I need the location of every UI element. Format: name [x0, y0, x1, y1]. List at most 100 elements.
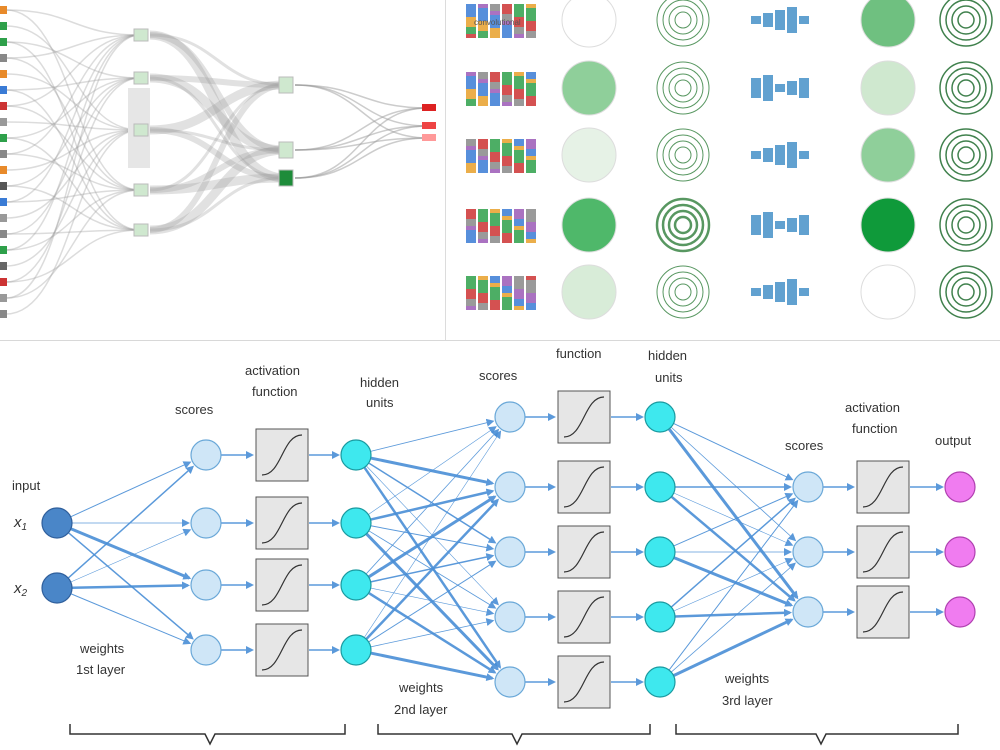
- sankey-left-node: [0, 214, 7, 222]
- edge-hidden2-to-score3: [667, 428, 799, 600]
- edge-input-to-score1: [70, 527, 192, 580]
- mini-bar-segment: [466, 99, 476, 106]
- sankey-left-node: [0, 22, 7, 30]
- activation-function-box: [557, 525, 611, 579]
- sankey-left-node: [0, 294, 7, 302]
- mini-bar-segment: [514, 306, 524, 310]
- sigmoid-curve: [862, 466, 904, 508]
- label-weights-1-line1: weights: [79, 641, 125, 656]
- sankey-left-node: [0, 262, 7, 270]
- edge-hidden1-to-score2: [370, 651, 495, 682]
- activation-function-box: [856, 460, 910, 514]
- flow-left-to-mid: [5, 189, 141, 299]
- sankey-mid-node: [133, 123, 149, 137]
- flow-left-to-mid: [5, 189, 141, 251]
- hidden-node: [644, 601, 676, 633]
- sigmoid-curve: [261, 434, 303, 476]
- label-activation-3-line1: activation: [845, 400, 900, 415]
- score-node: [792, 596, 824, 628]
- ring: [667, 209, 699, 241]
- ring: [662, 134, 704, 176]
- mini-blue-bar: [763, 285, 773, 299]
- mini-bar-segment: [490, 169, 500, 173]
- flow-mid-to-mid: [149, 82, 286, 233]
- mini-bar-segment: [514, 289, 524, 299]
- flow-left-to-mid: [5, 129, 141, 171]
- mini-blue-bar: [751, 78, 761, 98]
- mini-bar-segment: [502, 293, 512, 297]
- mini-bar-segment: [478, 83, 488, 96]
- mini-bar-segment: [490, 162, 500, 169]
- mini-blue-bar: [799, 151, 809, 159]
- label-x1: x1: [13, 514, 27, 533]
- edge-hidden1-to-score2: [370, 587, 495, 617]
- flow-mid-to-right: [294, 107, 429, 151]
- activation-function-box: [557, 460, 611, 514]
- sigmoid-curve: [563, 596, 605, 638]
- mini-blue-bar: [775, 84, 785, 92]
- edge-hidden2-to-score3: [670, 497, 796, 608]
- ring: [945, 67, 987, 109]
- flow-left-to-mid: [5, 73, 141, 131]
- mini-bar-segment: [490, 82, 500, 89]
- mini-bar-segment: [466, 139, 476, 146]
- label-hidden-1-line1: hidden: [360, 375, 399, 390]
- sankey-mid-node: [133, 223, 149, 237]
- flow-left-to-mid: [5, 77, 141, 187]
- mini-bar-segment: [526, 8, 536, 21]
- flow-left-to-mid: [5, 34, 141, 251]
- ring: [674, 283, 692, 301]
- flow-left-to-mid: [5, 9, 141, 191]
- sankey-left-node: [0, 278, 7, 286]
- mini-circle-fill-2: [860, 60, 916, 116]
- sankey-left-node: [0, 38, 7, 46]
- mini-blue-bar: [763, 148, 773, 162]
- label-output: output: [935, 433, 972, 448]
- mini-bar-segment: [466, 163, 476, 173]
- flow-left-to-mid: [5, 229, 141, 283]
- mini-bar-segment: [490, 4, 500, 11]
- label-x1-sub: 1: [22, 522, 28, 533]
- ring: [945, 271, 987, 313]
- hidden-node: [340, 507, 372, 539]
- mini-bar-segment: [514, 34, 524, 38]
- mini-ring-chart: [656, 61, 710, 115]
- ring: [662, 271, 704, 313]
- label-hidden-2-line2: units: [655, 370, 683, 385]
- brace-layer-2: [377, 724, 651, 746]
- mini-bar-segment: [490, 28, 500, 38]
- sankey-left-node: [0, 150, 7, 158]
- mini-bar-segment: [514, 276, 524, 289]
- score-node: [792, 536, 824, 568]
- edge-hidden1-to-score2: [370, 418, 495, 452]
- ring: [674, 79, 692, 97]
- mini-stacked-bar-chart: [466, 4, 536, 38]
- mini-bar-segment: [502, 102, 512, 106]
- flow-left-to-mid: [5, 121, 141, 131]
- ring: [668, 73, 698, 103]
- mini-bar-segment: [466, 306, 476, 310]
- ring: [945, 204, 987, 246]
- score-node: [494, 471, 526, 503]
- activation-box-frame: [255, 558, 309, 612]
- network-edges: [67, 413, 944, 686]
- mini-bar-segment: [514, 4, 524, 17]
- mini-blue-bar-chart: [751, 279, 809, 305]
- edge-hidden1-to-score2: [364, 430, 502, 638]
- sankey-left-node: [0, 54, 7, 62]
- mini-bar-segment: [490, 283, 500, 287]
- mini-bar-segment: [526, 72, 536, 79]
- ring: [957, 146, 975, 164]
- activation-function-box: [255, 623, 309, 677]
- edge-hidden1-to-score2: [368, 591, 497, 674]
- mini-bar-segment: [466, 27, 476, 34]
- flow-mid-to-mid: [149, 30, 286, 183]
- edge-hidden2-to-score3: [670, 426, 797, 542]
- top-visualization-panel: convolutional: [0, 0, 1000, 341]
- edge-hidden2-to-score3: [672, 618, 794, 677]
- edge-hidden1-to-score2: [365, 498, 500, 640]
- label-weights-1-line2: 1st layer: [76, 662, 126, 677]
- mini-bar-segment: [478, 149, 488, 156]
- mini-blue-bar: [787, 279, 797, 305]
- label-hidden-2-line1: hidden: [648, 348, 687, 363]
